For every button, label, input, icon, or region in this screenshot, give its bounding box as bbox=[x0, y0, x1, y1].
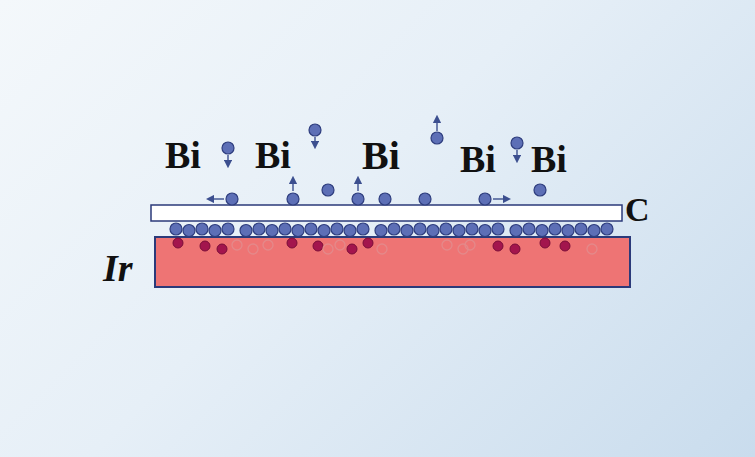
motion-arrow bbox=[314, 137, 315, 145]
bi-atom bbox=[511, 137, 523, 149]
ir-atom bbox=[363, 238, 373, 248]
motion-arrow bbox=[227, 155, 228, 164]
bi-atom bbox=[305, 223, 317, 235]
bi-atom bbox=[222, 142, 234, 154]
bi-atom bbox=[440, 223, 452, 235]
motion-arrow bbox=[436, 119, 437, 131]
ir-atom bbox=[200, 241, 210, 251]
ir-atom bbox=[347, 244, 357, 254]
bi-atom bbox=[536, 225, 548, 237]
substrate-atoms bbox=[173, 238, 597, 254]
bi-atom bbox=[388, 223, 400, 235]
bi-atom bbox=[266, 225, 278, 237]
ir-atom bbox=[313, 241, 323, 251]
bi-atom bbox=[375, 225, 387, 237]
vacancy bbox=[442, 240, 452, 250]
ir-atom bbox=[173, 238, 183, 248]
bi-atom bbox=[549, 223, 561, 235]
vacancy bbox=[232, 240, 242, 250]
bi-atom bbox=[222, 223, 234, 235]
ir-atom bbox=[540, 238, 550, 248]
motion-arrow bbox=[210, 198, 224, 199]
substrate-label: Ir bbox=[103, 249, 133, 287]
bi-atom bbox=[534, 184, 546, 196]
bi-atom bbox=[401, 225, 413, 237]
ir-atom bbox=[560, 241, 570, 251]
bi-atom bbox=[331, 223, 343, 235]
bi-atom bbox=[170, 223, 182, 235]
bi-atom bbox=[292, 225, 304, 237]
bi-atom bbox=[357, 223, 369, 235]
bi-atom bbox=[492, 223, 504, 235]
bi-atom bbox=[575, 223, 587, 235]
bi-atom bbox=[253, 223, 265, 235]
bi-atom bbox=[479, 193, 491, 205]
bi-atom bbox=[287, 193, 299, 205]
vacancy bbox=[587, 244, 597, 254]
bi-atom bbox=[523, 223, 535, 235]
bi-atom bbox=[427, 225, 439, 237]
bi-atom bbox=[318, 225, 330, 237]
adsorbed-atoms bbox=[210, 119, 546, 205]
carbon-layer bbox=[151, 205, 622, 221]
ir-atom bbox=[510, 244, 520, 254]
bi-atom bbox=[431, 132, 443, 144]
bi-atom bbox=[414, 223, 426, 235]
motion-arrow bbox=[357, 180, 358, 191]
motion-arrow bbox=[516, 150, 517, 159]
ir-atom bbox=[287, 238, 297, 248]
motion-arrow bbox=[493, 198, 507, 199]
element-label: Bi bbox=[531, 140, 567, 178]
vacancy bbox=[335, 240, 345, 250]
vacancy bbox=[263, 240, 273, 250]
ir-atom bbox=[493, 241, 503, 251]
bi-atom bbox=[588, 225, 600, 237]
element-label: Bi bbox=[362, 136, 400, 176]
bi-atom bbox=[352, 193, 364, 205]
bi-atom bbox=[466, 223, 478, 235]
bi-atom bbox=[226, 193, 238, 205]
bi-atom bbox=[183, 225, 195, 237]
bi-atom bbox=[510, 225, 522, 237]
bi-atom bbox=[379, 193, 391, 205]
bi-atom bbox=[279, 223, 291, 235]
element-label: Bi bbox=[460, 140, 496, 178]
layer-label: C bbox=[625, 193, 650, 227]
vacancy bbox=[377, 244, 387, 254]
bi-atom bbox=[562, 225, 574, 237]
bi-atom bbox=[601, 223, 613, 235]
bi-atom bbox=[196, 223, 208, 235]
vacancy bbox=[248, 244, 258, 254]
interface-atoms bbox=[170, 223, 613, 237]
bi-atom bbox=[322, 184, 334, 196]
ir-atom bbox=[217, 244, 227, 254]
element-label: Bi bbox=[165, 136, 201, 174]
bi-atom bbox=[344, 225, 356, 237]
bi-atom bbox=[209, 225, 221, 237]
bi-atom bbox=[309, 124, 321, 136]
bi-atom bbox=[240, 225, 252, 237]
iridium-slab bbox=[155, 237, 630, 287]
bi-atom bbox=[479, 225, 491, 237]
vacancy bbox=[465, 240, 475, 250]
motion-arrow bbox=[292, 180, 293, 191]
bi-atom bbox=[419, 193, 431, 205]
vacancy bbox=[323, 244, 333, 254]
element-label: Bi bbox=[255, 136, 291, 174]
bi-atom bbox=[453, 225, 465, 237]
